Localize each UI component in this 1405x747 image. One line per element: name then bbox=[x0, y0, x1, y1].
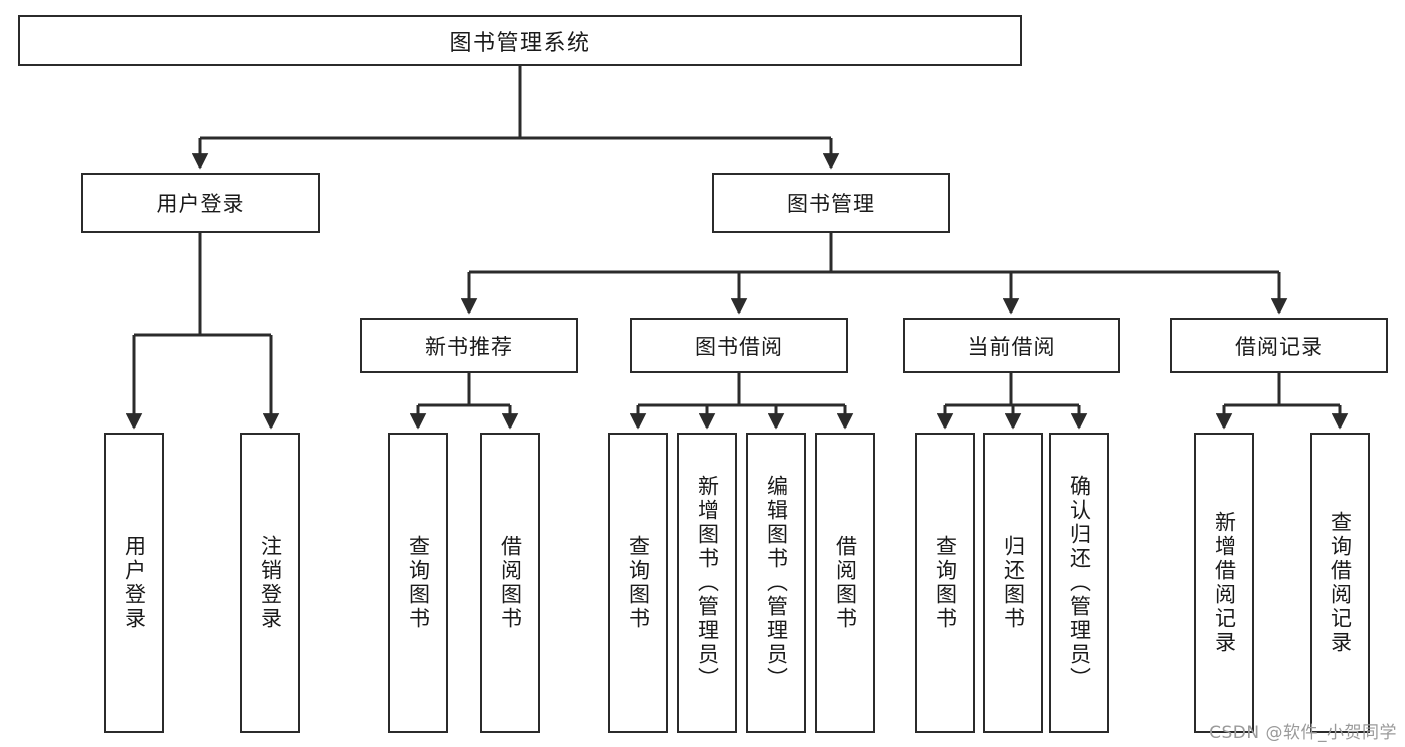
leaf-borrow-book-newbook[interactable]: 借阅图书 bbox=[480, 433, 540, 733]
leaf-query-book-newbook[interactable]: 查询图书 bbox=[388, 433, 448, 733]
node-new-book-recommend-label: 新书推荐 bbox=[425, 334, 513, 359]
node-current-borrow[interactable]: 当前借阅 bbox=[903, 318, 1120, 373]
leaf-borrow-book-newbook-label: 借阅图书 bbox=[498, 535, 523, 631]
node-user-login-label: 用户登录 bbox=[156, 192, 245, 216]
leaf-query-book-current-label: 查询图书 bbox=[933, 535, 958, 631]
leaf-add-book-admin[interactable]: 新增图书（管理员） bbox=[677, 433, 737, 733]
leaf-query-book-newbook-label: 查询图书 bbox=[406, 535, 431, 631]
leaf-add-borrow-record-label: 新增借阅记录 bbox=[1212, 511, 1237, 655]
node-book-borrow-label: 图书借阅 bbox=[695, 334, 783, 359]
leaf-add-book-admin-label: 新增图书（管理员） bbox=[695, 475, 720, 691]
leaf-query-book-borrow[interactable]: 查询图书 bbox=[608, 433, 668, 733]
leaf-query-borrow-record[interactable]: 查询借阅记录 bbox=[1310, 433, 1370, 733]
leaf-user-login[interactable]: 用户登录 bbox=[104, 433, 164, 733]
leaf-logout-label: 注销登录 bbox=[258, 535, 283, 631]
leaf-logout[interactable]: 注销登录 bbox=[240, 433, 300, 733]
leaf-confirm-return-admin-label: 确认归还（管理员） bbox=[1067, 475, 1092, 691]
node-book-management-label: 图书管理 bbox=[787, 192, 875, 216]
leaf-add-borrow-record[interactable]: 新增借阅记录 bbox=[1194, 433, 1254, 733]
leaf-query-book-current[interactable]: 查询图书 bbox=[915, 433, 975, 733]
leaf-query-book-borrow-label: 查询图书 bbox=[626, 535, 651, 631]
node-book-management[interactable]: 图书管理 bbox=[712, 173, 950, 233]
leaf-confirm-return-admin[interactable]: 确认归还（管理员） bbox=[1049, 433, 1109, 733]
leaf-return-book[interactable]: 归还图书 bbox=[983, 433, 1043, 733]
node-new-book-recommend[interactable]: 新书推荐 bbox=[360, 318, 578, 373]
leaf-query-borrow-record-label: 查询借阅记录 bbox=[1328, 511, 1353, 655]
node-borrow-record-label: 借阅记录 bbox=[1235, 334, 1323, 359]
node-user-login[interactable]: 用户登录 bbox=[81, 173, 320, 233]
node-root-label: 图书管理系统 bbox=[449, 30, 591, 56]
node-borrow-record[interactable]: 借阅记录 bbox=[1170, 318, 1388, 373]
watermark-text: CSDN @软件_小贺同学 bbox=[1209, 723, 1397, 743]
leaf-user-login-label: 用户登录 bbox=[122, 535, 147, 631]
node-book-borrow[interactable]: 图书借阅 bbox=[630, 318, 848, 373]
node-root[interactable]: 图书管理系统 bbox=[18, 15, 1022, 66]
leaf-borrow-book-label: 借阅图书 bbox=[833, 535, 858, 631]
leaf-return-book-label: 归还图书 bbox=[1001, 535, 1026, 631]
leaf-edit-book-admin-label: 编辑图书（管理员） bbox=[764, 475, 789, 691]
leaf-edit-book-admin[interactable]: 编辑图书（管理员） bbox=[746, 433, 806, 733]
leaf-borrow-book[interactable]: 借阅图书 bbox=[815, 433, 875, 733]
node-current-borrow-label: 当前借阅 bbox=[967, 334, 1056, 359]
